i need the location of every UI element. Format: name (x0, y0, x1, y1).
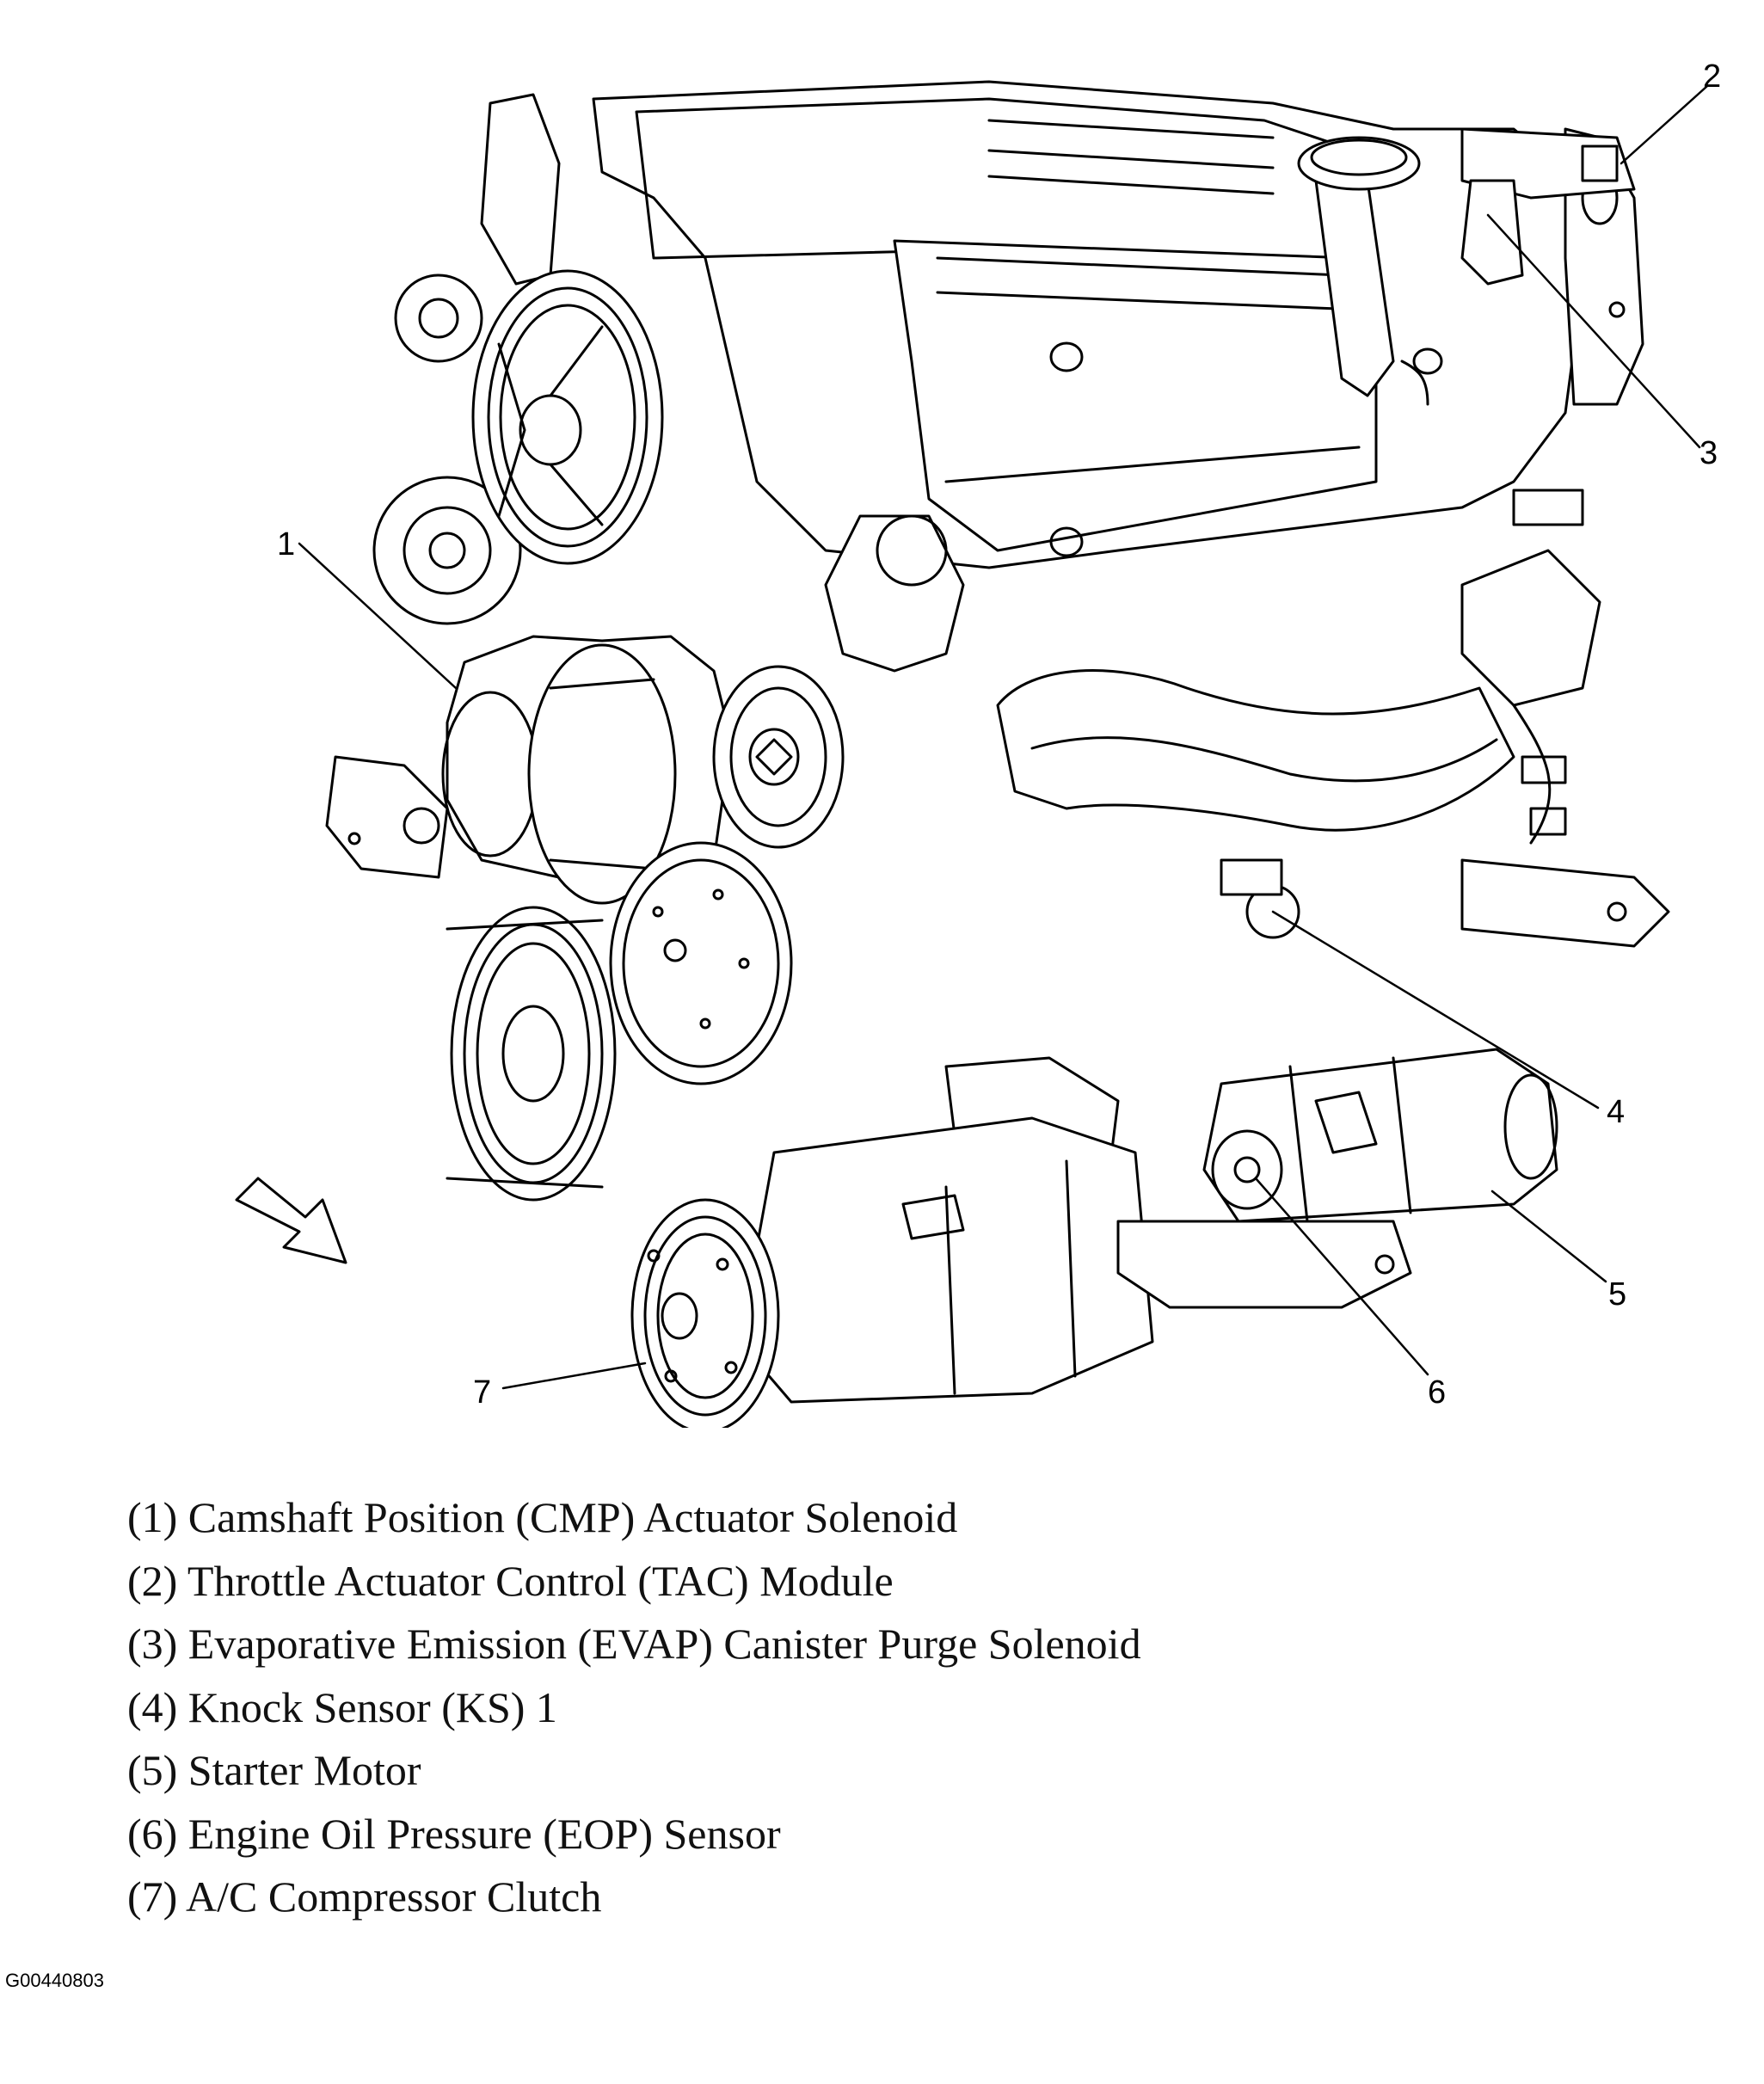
callout-5: 5 (1608, 1276, 1627, 1312)
legend-item: (7) A/C Compressor Clutch (127, 1872, 602, 1921)
leader-line-5 (1490, 1190, 1607, 1283)
coolant-outlets (824, 514, 1120, 1189)
engine-mount-bracket (325, 755, 449, 879)
crankshaft-pulley (446, 906, 617, 1202)
exhaust-crossover (996, 669, 1670, 948)
callout-3: 3 (1699, 435, 1718, 471)
knock-sensor-shape (1220, 858, 1300, 939)
callout-1: 1 (277, 526, 296, 562)
leader-line-2 (1620, 84, 1709, 165)
direction-arrow (235, 1177, 347, 1264)
engine-diagram (235, 80, 1709, 1428)
legend-item: (2) Throttle Actuator Control (TAC) Modu… (127, 1556, 894, 1605)
legend-item: (4) Knock Sensor (KS) 1 (127, 1682, 557, 1731)
valve-cover (592, 80, 1584, 569)
legend-item: (3) Evaporative Emission (EVAP) Canister… (127, 1620, 1141, 1668)
front-pulleys (372, 93, 664, 625)
evap-solenoid (1460, 179, 1584, 526)
oil-pan (1116, 1220, 1412, 1309)
figure-id: G00440803 (5, 1970, 104, 1991)
cam-actuator-housing (441, 635, 733, 905)
callout-4: 4 (1607, 1094, 1626, 1130)
parts-legend: (1) Camshaft Position (CMP) Actuator Sol… (127, 1486, 1589, 1929)
callout-2: 2 (1703, 58, 1722, 95)
legend-item: (5) Starter Motor (127, 1746, 421, 1794)
callout-7: 7 (473, 1374, 492, 1411)
starter-motor-shape (1202, 1048, 1558, 1223)
legend-item: (6) Engine Oil Pressure (EOP) Sensor (127, 1809, 781, 1858)
ac-compressor (630, 1116, 1154, 1428)
oil-filler-tube (1297, 136, 1429, 406)
leader-lines (298, 84, 1709, 1390)
leader-line-4 (1271, 910, 1600, 1110)
leader-line-3 (1486, 213, 1701, 449)
legend-item: (1) Camshaft Position (CMP) Actuator Sol… (127, 1493, 958, 1541)
callout-6: 6 (1428, 1374, 1447, 1411)
water-pump-pulley (609, 841, 793, 1085)
leader-line-7 (501, 1362, 647, 1390)
leader-line-6 (1254, 1177, 1429, 1376)
right-bank-coils (1460, 549, 1601, 845)
idler-pulley (712, 665, 845, 849)
leader-line-1 (298, 542, 458, 690)
